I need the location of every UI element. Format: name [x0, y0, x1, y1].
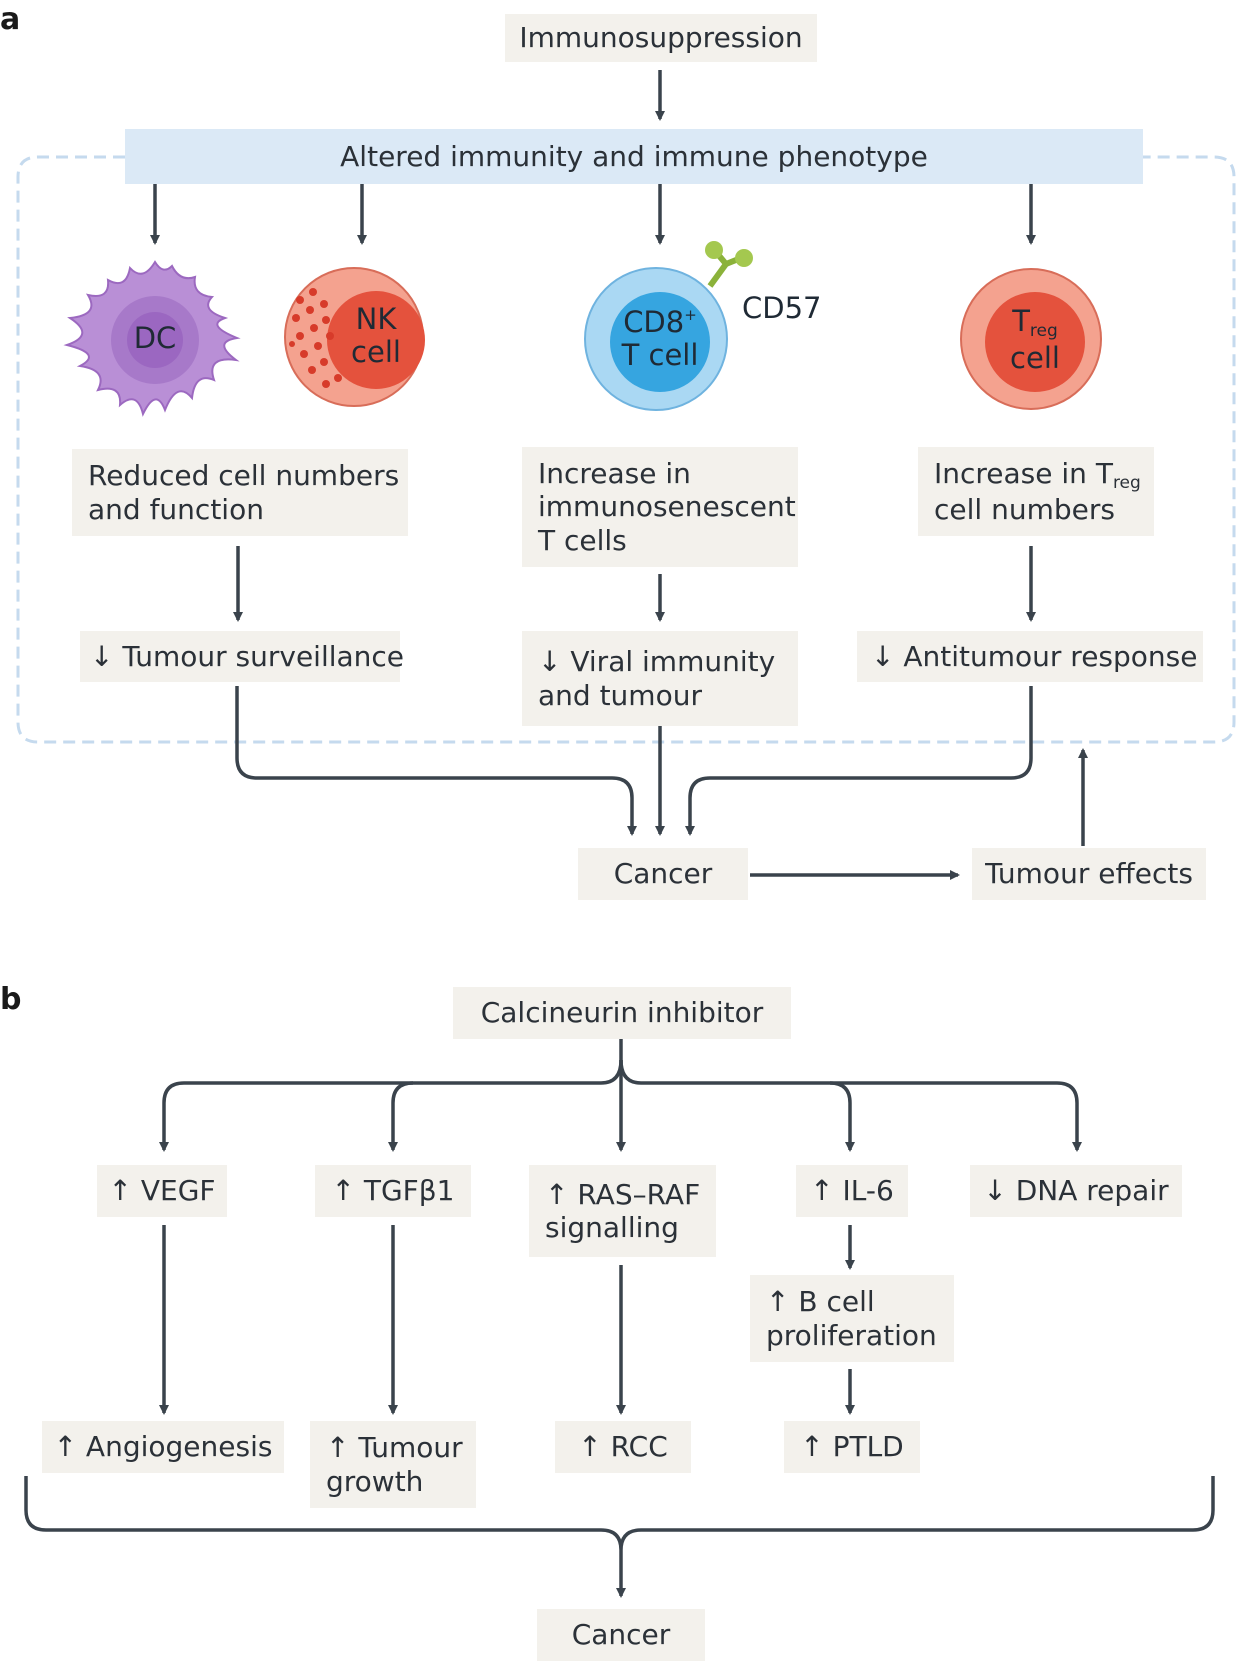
cd8-t-cell-icon — [584, 241, 753, 411]
vegf-box: ↑ VEGF — [97, 1165, 227, 1217]
viral-line2: and tumour — [538, 678, 702, 712]
b-branch-left — [159, 1059, 623, 1152]
dna-repair-box: ↓ DNA repair — [970, 1165, 1182, 1217]
immuno-line1: Increase in — [538, 457, 691, 491]
tumour-surveillance-box: ↓ Tumour surveillance — [80, 631, 404, 682]
treg-cell-label: Treg cell — [995, 304, 1075, 375]
altered-immunity-bar: Altered immunity and immune phenotype — [125, 129, 1143, 184]
antitumour-response-box: ↓ Antitumour response — [857, 631, 1203, 682]
cancer-box-b: Cancer — [537, 1609, 705, 1661]
nk-label-line1: NK — [355, 302, 397, 336]
nk-cell-label: NK cell — [336, 302, 416, 370]
cd8-label-main: CD8 — [623, 305, 685, 339]
reduced-line1: Reduced cell numbers — [88, 459, 400, 493]
immunosuppression-box: Immunosuppression — [505, 14, 817, 62]
immunosenescent-box: Increase in immunosenescent T cells — [522, 447, 798, 567]
angiogenesis-box: ↑ Angiogenesis — [42, 1421, 284, 1473]
reduced-function-box: Reduced cell numbers and function — [72, 449, 408, 536]
nk-cell-icon — [284, 267, 425, 407]
treg-label-t: T — [1012, 304, 1030, 338]
bcell-line1: ↑ B cell — [766, 1285, 875, 1319]
cd8-label-sup: + — [684, 306, 697, 324]
b-cell-proliferation-box: ↑ B cell proliferation — [750, 1275, 954, 1362]
panel-letter-a: a — [0, 2, 21, 37]
cancer-box-a: Cancer — [578, 848, 748, 900]
cd8-t-cell-label: CD8+ T cell — [610, 305, 710, 373]
il6-box: ↑ IL-6 — [796, 1165, 908, 1217]
arrow-surveillance-to-cancer — [235, 686, 637, 836]
dc-label: DC — [133, 321, 177, 355]
nk-label-line2: cell — [351, 335, 401, 370]
arrow-antitumour-to-cancer — [685, 686, 1033, 836]
tumour-effects-box: Tumour effects — [972, 848, 1206, 900]
tumour-growth-box: ↑ Tumour growth — [310, 1421, 476, 1508]
bcell-line2: proliferation — [766, 1318, 937, 1352]
calcineurin-inhibitor-box: Calcineurin inhibitor — [453, 987, 791, 1039]
treg-increase-line1: Increase in T — [934, 456, 1113, 490]
ras-line1: ↑ RAS–RAF — [545, 1177, 701, 1211]
b-bottom-bracket — [24, 1476, 1215, 1551]
b-branch-right — [619, 1059, 1082, 1152]
b-branch-il6 — [829, 1081, 855, 1152]
dashed-boundary — [16, 155, 1236, 744]
ptld-box: ↑ PTLD — [784, 1421, 920, 1473]
treg-increase-box: Increase in Treg cell numbers — [918, 447, 1154, 536]
cd57-label: CD57 — [742, 291, 822, 325]
treg-label-sub: reg — [1029, 321, 1058, 341]
b-branch-tgf — [388, 1081, 414, 1152]
tgf-box: ↑ TGFβ1 — [315, 1165, 471, 1217]
immuno-line3: T cells — [538, 523, 627, 557]
viral-immunity-box: ↓ Viral immunity and tumour — [522, 631, 798, 726]
viral-line1: ↓ Viral immunity — [538, 645, 776, 679]
treg-increase-line2: cell numbers — [934, 493, 1115, 526]
rcc-box: ↑ RCC — [555, 1421, 691, 1473]
tumour-growth-line1: ↑ Tumour — [326, 1431, 463, 1465]
ras-raf-box: ↑ RAS–RAF signalling — [529, 1165, 716, 1257]
cd8-label-line2: T cell — [621, 338, 699, 373]
treg-cell-icon — [960, 268, 1102, 410]
dc-cell-icon — [63, 260, 241, 417]
reduced-line2: and function — [88, 492, 264, 526]
treg-label-line2: cell — [1010, 340, 1060, 375]
panel-letter-b: b — [0, 982, 22, 1017]
cd57-receptor-icon — [705, 241, 753, 288]
ras-line2: signalling — [545, 1211, 679, 1244]
treg-increase-sub: reg — [1112, 472, 1141, 493]
tumour-growth-line2: growth — [326, 1464, 424, 1498]
immuno-line2: immunosenescent — [538, 490, 796, 524]
